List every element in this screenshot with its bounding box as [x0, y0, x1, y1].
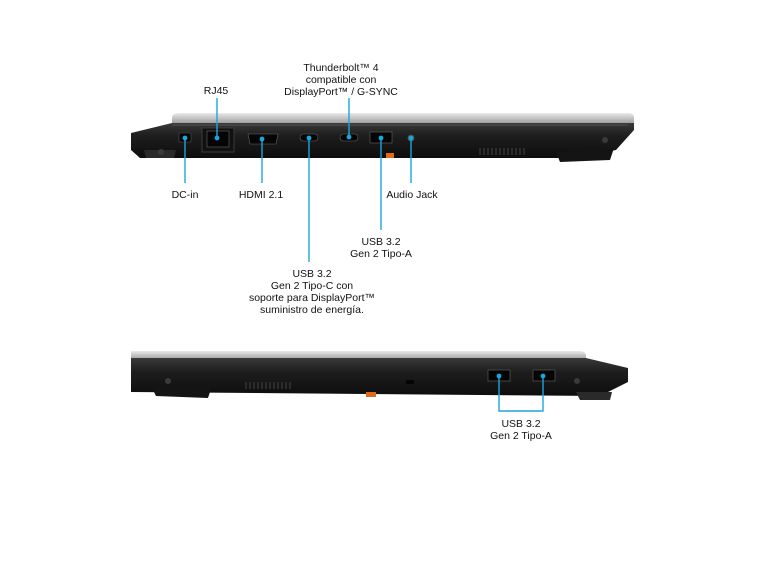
label-line: DisplayPort™ / G-SYNC — [284, 86, 398, 98]
label-line: Gen 2 Tipo-C con — [270, 280, 354, 292]
label-usb-a-left: USB 3.2 Gen 2 Tipo-A — [350, 236, 412, 260]
body-top-highlight — [172, 124, 628, 126]
usb-a-left-callout — [378, 135, 384, 230]
label-hdmi: HDMI 2.1 — [238, 189, 284, 201]
label-thunderbolt: Thunderbolt™ 4 compatible con DisplayPor… — [284, 62, 398, 98]
label-line: soporte para DisplayPort™ — [248, 292, 376, 304]
audio-jack-callout — [408, 135, 414, 183]
label-line: Gen 2 Tipo-A — [490, 430, 552, 442]
label-usb-c: USB 3.2 Gen 2 Tipo-C con soporte para Di… — [249, 268, 375, 316]
label-line: suministro de energía. — [260, 304, 364, 316]
lid-silver-edge — [131, 351, 586, 360]
laptop-left-side — [131, 113, 634, 162]
label-line: Gen 2 Tipo-A — [350, 248, 412, 260]
usb-a-right-callout — [496, 373, 546, 412]
front-foot — [576, 392, 612, 400]
label-usb-a-right: USB 3.2 Gen 2 Tipo-A — [490, 418, 552, 442]
label-dc-in: DC-in — [171, 189, 199, 201]
vent-grille — [245, 382, 291, 389]
screw — [165, 378, 171, 384]
label-line: USB 3.2 — [361, 236, 401, 248]
label-line: USB 3.2 — [501, 418, 541, 430]
usb-c-callout — [306, 135, 312, 262]
thunderbolt-callout — [346, 98, 352, 140]
vent-grille — [479, 148, 525, 155]
rj45-callout — [214, 98, 220, 141]
label-line: USB 3.2 — [292, 268, 332, 280]
label-line: Thunderbolt™ 4 — [303, 62, 379, 74]
laptop-right-side — [131, 351, 628, 400]
label-line: compatible con — [305, 74, 377, 86]
label-audio-jack: Audio Jack — [386, 189, 438, 201]
callouts — [182, 98, 546, 412]
laptop-body — [131, 358, 628, 396]
rear-foot — [556, 148, 614, 162]
label-rj45: RJ45 — [203, 85, 229, 97]
rear-foot — [150, 384, 212, 398]
dc-in-callout — [182, 135, 188, 183]
screw — [158, 149, 164, 155]
orange-accent — [366, 392, 376, 397]
lock-slot — [406, 380, 414, 384]
lid-silver-edge — [172, 113, 634, 124]
screw — [602, 137, 608, 143]
screw — [574, 378, 580, 384]
orange-accent — [386, 153, 394, 158]
hdmi-callout — [259, 136, 265, 183]
